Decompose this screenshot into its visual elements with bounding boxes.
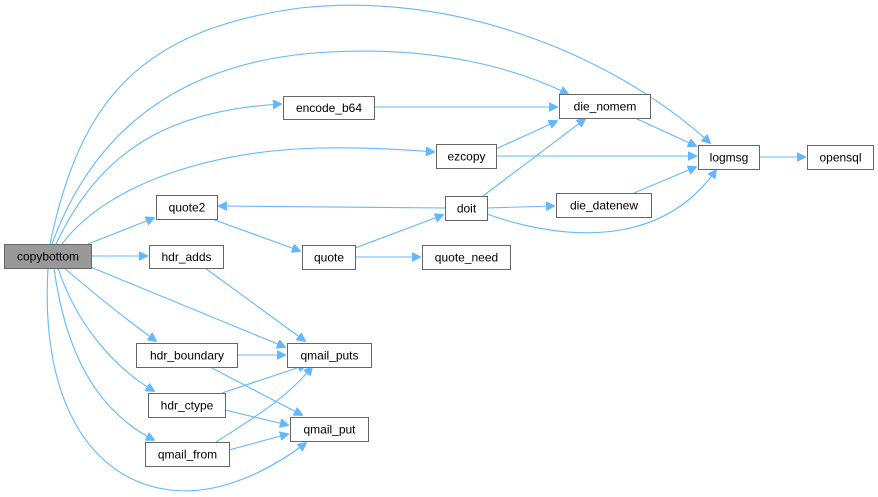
edge-copybottom-to-die-nomem	[51, 50, 568, 245]
edge-copybottom-to-logmsg	[49, 4, 710, 245]
node-encode-b64[interactable]: encode_b64	[283, 96, 375, 120]
edge-copybottom-to-hdr-boundary	[63, 267, 156, 341]
node-box	[156, 195, 218, 220]
node-label: copybottom	[17, 250, 79, 264]
edges-layer	[46, 4, 805, 492]
node-label: quote	[314, 251, 344, 265]
node-opensql[interactable]: opensql	[807, 145, 874, 170]
node-box	[436, 144, 497, 169]
node-box	[136, 343, 238, 368]
edge-doit-to-die-datenew	[486, 206, 554, 208]
node-label: qmail_puts	[300, 349, 358, 363]
edge-copybottom-to-qmail-put	[46, 267, 306, 492]
node-label: hdr_adds	[161, 250, 211, 264]
node-box	[283, 96, 375, 120]
node-box	[807, 145, 874, 170]
node-box	[149, 245, 224, 269]
edge-copybottom-to-encode-b64	[55, 104, 281, 245]
node-box	[445, 196, 488, 221]
edge-copybottom-to-qmail-puts	[87, 265, 285, 347]
edge-copybottom-to-hdr-ctype	[57, 267, 154, 391]
node-die-nomem[interactable]: die_nomem	[559, 94, 651, 119]
node-label: encode_b64	[296, 101, 362, 115]
node-hdr-adds[interactable]: hdr_adds	[149, 245, 224, 269]
node-hdr-boundary[interactable]: hdr_boundary	[136, 343, 238, 368]
node-box	[556, 193, 652, 218]
node-quote-need[interactable]: quote_need	[422, 245, 511, 270]
edge-die-datenew-to-logmsg	[633, 167, 696, 194]
node-label: qmail_from	[158, 448, 217, 462]
edge-ezcopy-to-die-nomem	[495, 121, 557, 150]
edge-doit-to-logmsg	[486, 170, 716, 234]
edge-hdr-ctype-to-qmail-puts	[221, 365, 306, 394]
node-box	[698, 145, 760, 170]
node-hdr-ctype[interactable]: hdr_ctype	[148, 393, 226, 418]
node-box	[148, 393, 226, 418]
node-box	[4, 244, 92, 269]
node-box	[302, 245, 356, 270]
node-label: opensql	[819, 151, 861, 165]
node-ezcopy[interactable]: ezcopy	[436, 144, 497, 169]
node-label: logmsg	[710, 151, 749, 165]
edge-hdr-adds-to-qmail-puts	[204, 267, 305, 341]
node-label: hdr_ctype	[161, 399, 214, 413]
node-qmail-from[interactable]: qmail_from	[145, 442, 230, 467]
node-label: die_datenew	[570, 199, 638, 213]
edge-qmail-from-to-qmail-puts	[215, 367, 312, 443]
node-die-datenew[interactable]: die_datenew	[556, 193, 652, 218]
node-label: doit	[457, 202, 477, 216]
edge-quote-to-doit	[354, 215, 443, 249]
node-box	[559, 94, 651, 119]
node-label: quote2	[169, 201, 206, 215]
edge-hdr-ctype-to-qmail-put	[224, 409, 288, 425]
node-label: ezcopy	[447, 150, 485, 164]
node-box	[290, 417, 369, 442]
node-quote[interactable]: quote	[302, 245, 356, 270]
node-doit[interactable]: doit	[445, 196, 488, 221]
edge-copybottom-to-ezcopy	[61, 148, 434, 245]
node-qmail-put[interactable]: qmail_put	[290, 417, 369, 442]
edge-doit-to-die-nomem	[482, 119, 585, 197]
node-box	[145, 442, 230, 467]
edge-hdr-boundary-to-qmail-put	[209, 366, 302, 415]
edge-copybottom-to-quote2	[87, 218, 154, 245]
edge-qmail-from-to-qmail-put	[228, 434, 288, 451]
node-label: quote_need	[435, 251, 498, 265]
node-copybottom[interactable]: copybottom	[4, 244, 92, 269]
node-label: qmail_put	[303, 423, 356, 437]
node-label: die_nomem	[574, 100, 637, 114]
edge-doit-to-quote2	[219, 206, 446, 208]
node-label: hdr_boundary	[150, 349, 224, 363]
node-quote2[interactable]: quote2	[156, 195, 218, 220]
node-qmail-puts[interactable]: qmail_puts	[287, 343, 372, 368]
node-box	[287, 343, 372, 368]
edge-die-nomem-to-logmsg	[634, 117, 696, 146]
node-logmsg[interactable]: logmsg	[698, 145, 760, 170]
node-box	[422, 245, 511, 270]
edge-copybottom-to-qmail-from	[53, 267, 154, 440]
edge-quote2-to-quote	[211, 218, 300, 251]
